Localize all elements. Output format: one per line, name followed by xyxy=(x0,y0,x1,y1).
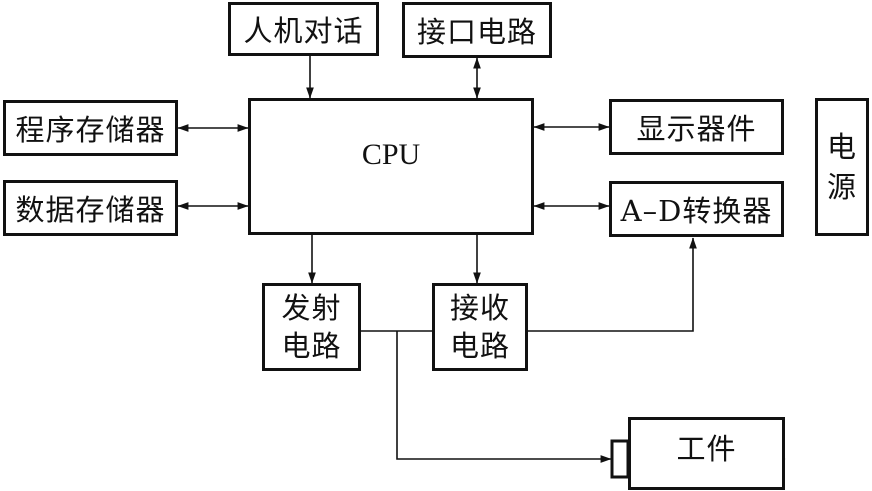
program-memory-box: 程序存储器 xyxy=(3,100,178,156)
receive-circuit-box: 接收 电路 xyxy=(432,283,528,371)
receive-label-line2: 电路 xyxy=(449,329,510,363)
display-label: 显示器件 xyxy=(636,112,757,146)
transmit-circuit-box: 发射 电路 xyxy=(262,283,361,371)
interface-circuit-box: 接口电路 xyxy=(402,2,552,58)
program-memory-label: 程序存储器 xyxy=(15,113,166,147)
transmit-label-line2: 电路 xyxy=(281,329,342,363)
transmit-circuit-label: 发射 电路 xyxy=(281,289,341,365)
adc-label: A–D转换器 xyxy=(620,194,773,228)
adc-box: A–D转换器 xyxy=(609,181,784,237)
power-label: 电 源 xyxy=(827,127,857,207)
workpiece-box: 工件 xyxy=(628,417,785,490)
workpiece-label: 工件 xyxy=(676,432,737,466)
line-to-probe xyxy=(396,331,612,463)
cpu-box: CPU xyxy=(248,98,534,235)
data-memory-box: 数据存储器 xyxy=(3,180,178,236)
transmit-label-line1: 发射 xyxy=(281,291,342,325)
arrow-receive-to-adc xyxy=(528,237,697,332)
data-memory-label: 数据存储器 xyxy=(15,193,166,227)
cpu-label: CPU xyxy=(361,137,421,171)
power-box: 电 源 xyxy=(815,98,869,236)
interface-circuit-label: 接口电路 xyxy=(416,15,537,49)
human-dialog-label: 人机对话 xyxy=(243,14,364,48)
probe-rect xyxy=(610,439,630,479)
receive-circuit-label: 接收 电路 xyxy=(450,289,510,365)
power-label-line1: 电 xyxy=(826,130,857,164)
display-box: 显示器件 xyxy=(609,99,784,155)
power-label-line2: 源 xyxy=(826,170,857,204)
receive-label-line1: 接收 xyxy=(449,291,510,325)
human-dialog-box: 人机对话 xyxy=(228,2,379,56)
